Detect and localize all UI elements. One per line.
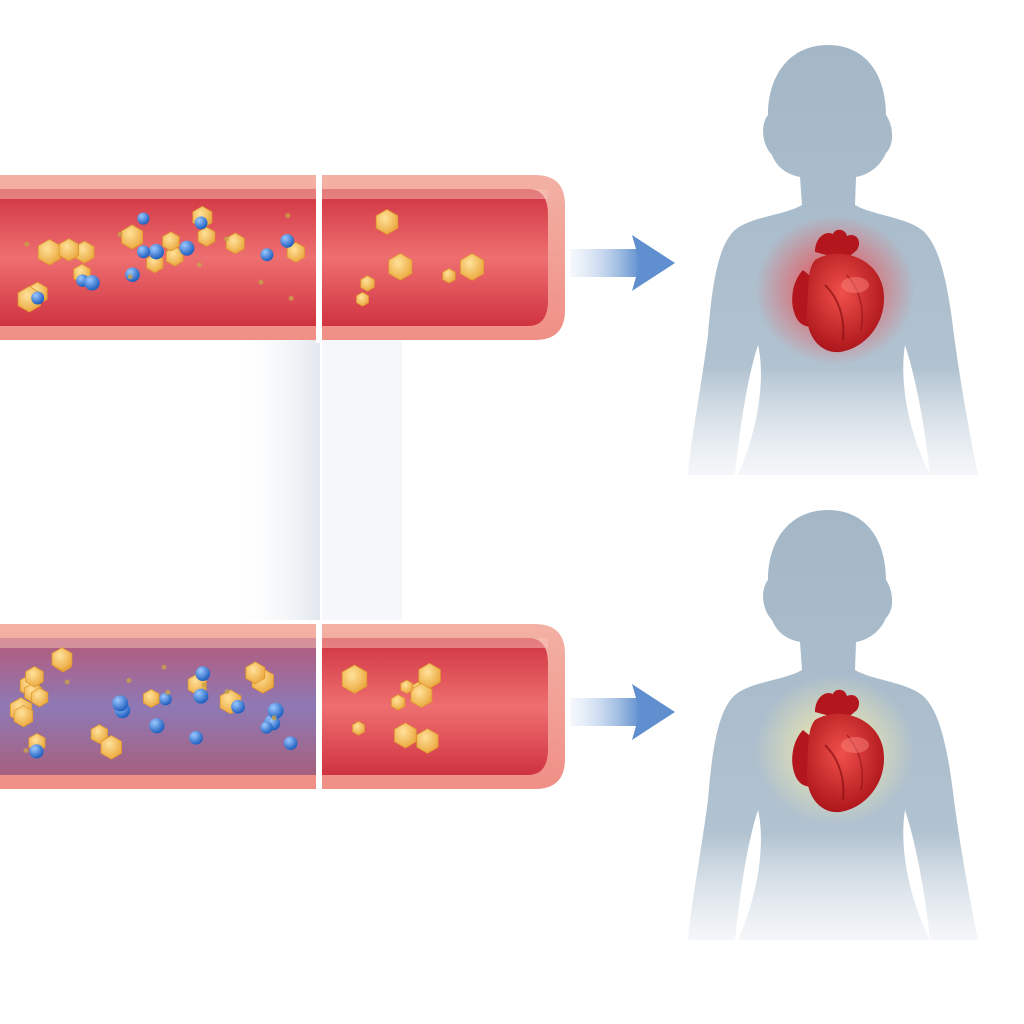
right-arrow-icon	[570, 235, 675, 291]
heart-aorta	[815, 689, 860, 720]
speck-particle	[64, 679, 70, 685]
lipid-particle	[388, 253, 413, 281]
speck-particle	[23, 747, 29, 753]
heart-ventricle	[806, 253, 884, 353]
blue-particle	[194, 216, 208, 230]
speck-particle	[161, 664, 167, 670]
lipid-particle	[197, 226, 216, 247]
heart-aorta	[815, 229, 860, 260]
blood-vessel-icon	[0, 173, 565, 792]
lipid-particle	[341, 664, 368, 694]
blue-particle	[159, 692, 172, 706]
blue-particle	[84, 275, 100, 291]
blue-particle	[179, 240, 195, 256]
speck-particle	[258, 279, 264, 285]
lipid-particle	[416, 728, 439, 754]
speck-particle	[288, 295, 294, 301]
blue-particle	[148, 244, 164, 260]
lipid-particle	[394, 722, 417, 749]
vessel-divider	[316, 173, 322, 343]
blue-particle	[29, 744, 44, 759]
lipid-particle	[356, 291, 369, 307]
lipid-particle	[390, 694, 406, 711]
vessel-highlight	[0, 189, 548, 199]
right-arrow-icon	[570, 684, 675, 740]
speck-particle	[127, 274, 133, 280]
lipid-particle	[100, 735, 122, 760]
vessel-divider	[316, 622, 322, 792]
female-silhouette-icon	[688, 45, 978, 940]
speck-particle	[196, 262, 202, 268]
speck-particle	[224, 688, 230, 694]
lipid-particle	[460, 253, 485, 281]
blue-particle	[280, 233, 295, 248]
speck-particle	[201, 682, 207, 688]
heart-vessel-line	[846, 274, 864, 331]
anatomical-heart-icon	[792, 689, 884, 813]
vessel-top	[0, 173, 565, 343]
arrow-head	[632, 684, 675, 740]
blue-particle	[137, 212, 150, 225]
lipid-particle	[142, 688, 160, 708]
heart-ventricle	[806, 713, 884, 813]
lipid-particle	[352, 720, 365, 736]
vessel-lumen-right	[322, 638, 548, 775]
lipid-particle	[245, 661, 266, 685]
vessel-lumen-right	[322, 189, 548, 326]
heart-highlight	[841, 737, 869, 753]
arrow-head	[632, 235, 675, 291]
lipid-particle	[51, 647, 73, 672]
blue-particle	[283, 736, 298, 750]
vessel-lumen-left	[0, 638, 316, 775]
lipid-particle	[442, 268, 456, 284]
blue-particle	[149, 718, 165, 734]
speck-particle	[165, 689, 171, 695]
vessel-shadow	[230, 340, 320, 620]
heart-highlight	[841, 277, 869, 293]
speck-particle	[126, 678, 132, 684]
blue-particle	[193, 688, 209, 704]
blue-particle	[195, 666, 211, 681]
blue-particle	[189, 730, 203, 745]
lipid-particle	[121, 224, 144, 250]
blue-particle	[260, 248, 274, 262]
anatomical-heart-icon	[792, 229, 884, 353]
heart-vessel-line	[824, 284, 845, 341]
lipid-particle	[90, 724, 108, 745]
vessel-highlight	[0, 638, 548, 648]
blue-particle	[31, 291, 45, 305]
lipid-particle	[13, 704, 34, 728]
blue-particle	[260, 721, 273, 734]
speck-particle	[117, 231, 123, 237]
blue-particle	[112, 695, 129, 712]
lipid-particle	[400, 679, 414, 695]
blue-particle	[125, 267, 140, 282]
speck-particle	[271, 715, 277, 721]
speck-particle	[285, 213, 291, 219]
speck-particle	[24, 241, 30, 247]
arrow-shaft	[570, 249, 640, 277]
vessel-shadow	[322, 340, 402, 620]
lipid-particle	[58, 238, 79, 262]
heart-vessel-line	[846, 734, 864, 791]
arrow-shaft	[570, 698, 640, 726]
lipid-particle	[162, 231, 180, 252]
blue-particle	[267, 702, 284, 719]
female-silhouette-icon	[688, 45, 978, 475]
female-silhouette-icon	[688, 510, 978, 940]
lipid-particle	[30, 687, 49, 708]
lipid-particle	[360, 275, 375, 292]
lipid-particle	[25, 666, 44, 688]
lipid-particle	[375, 209, 399, 235]
vessel-bottom	[0, 622, 565, 792]
right-arrow-icon	[570, 235, 675, 740]
heart-vessel-line	[824, 744, 845, 801]
speck-particle	[223, 236, 229, 242]
blue-particle	[231, 699, 245, 714]
blue-particle	[136, 245, 150, 259]
